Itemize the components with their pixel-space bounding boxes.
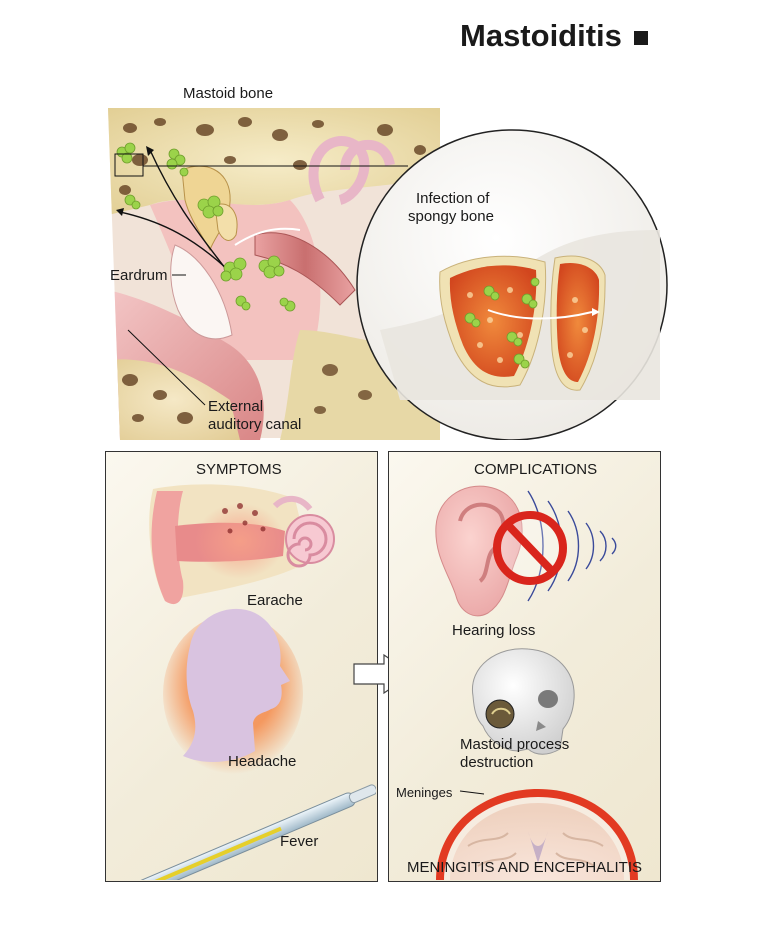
- symptoms-illustrations: [132, 484, 376, 880]
- symptoms-heading: SYMPTOMS: [196, 461, 282, 478]
- label-mastoid-line1: Mastoid process: [460, 736, 570, 753]
- earache-illustration: [149, 484, 335, 605]
- no-hearing-icon: [493, 511, 567, 585]
- label-infection-line2: spongy bone: [408, 208, 494, 225]
- skull-illustration: [472, 648, 575, 755]
- label-mastoid-line2: destruction: [460, 754, 534, 771]
- meninges-illustration: [436, 789, 638, 880]
- label-canal-line2: auditory canal: [208, 416, 302, 433]
- headache-illustration: [163, 608, 303, 774]
- label-fever: Fever: [280, 833, 319, 850]
- label-meningitis-encephalitis: MENINGITIS AND ENCEPHALITIS: [406, 859, 643, 876]
- label-headache: Headache: [228, 753, 297, 770]
- thermometer-icon: [132, 784, 376, 880]
- complications-heading: COMPLICATIONS: [474, 461, 598, 478]
- label-eardrum: Eardrum: [110, 267, 168, 284]
- label-mastoid-bone: Mastoid bone: [183, 85, 274, 102]
- label-infection-line1: Infection of: [416, 190, 490, 207]
- page-title: Mastoiditis: [460, 18, 740, 54]
- label-external-auditory-canal: External auditory canal: [208, 398, 301, 434]
- label-mastoid-process-destruction: Mastoid process destruction: [460, 736, 569, 772]
- ear-anatomy-illustration: [108, 108, 668, 440]
- spongy-bone-magnifier: [356, 129, 668, 440]
- title-square-icon: [633, 30, 648, 45]
- complications-illustrations: [435, 485, 638, 880]
- label-earache: Earache: [247, 592, 303, 609]
- label-infection-spongy-bone: Infection of spongy bone: [408, 190, 494, 226]
- label-hearing-loss: Hearing loss: [452, 622, 536, 639]
- sound-waves: [527, 490, 617, 602]
- label-meninges: Meninges: [396, 785, 453, 800]
- label-canal-line1: External: [208, 398, 264, 415]
